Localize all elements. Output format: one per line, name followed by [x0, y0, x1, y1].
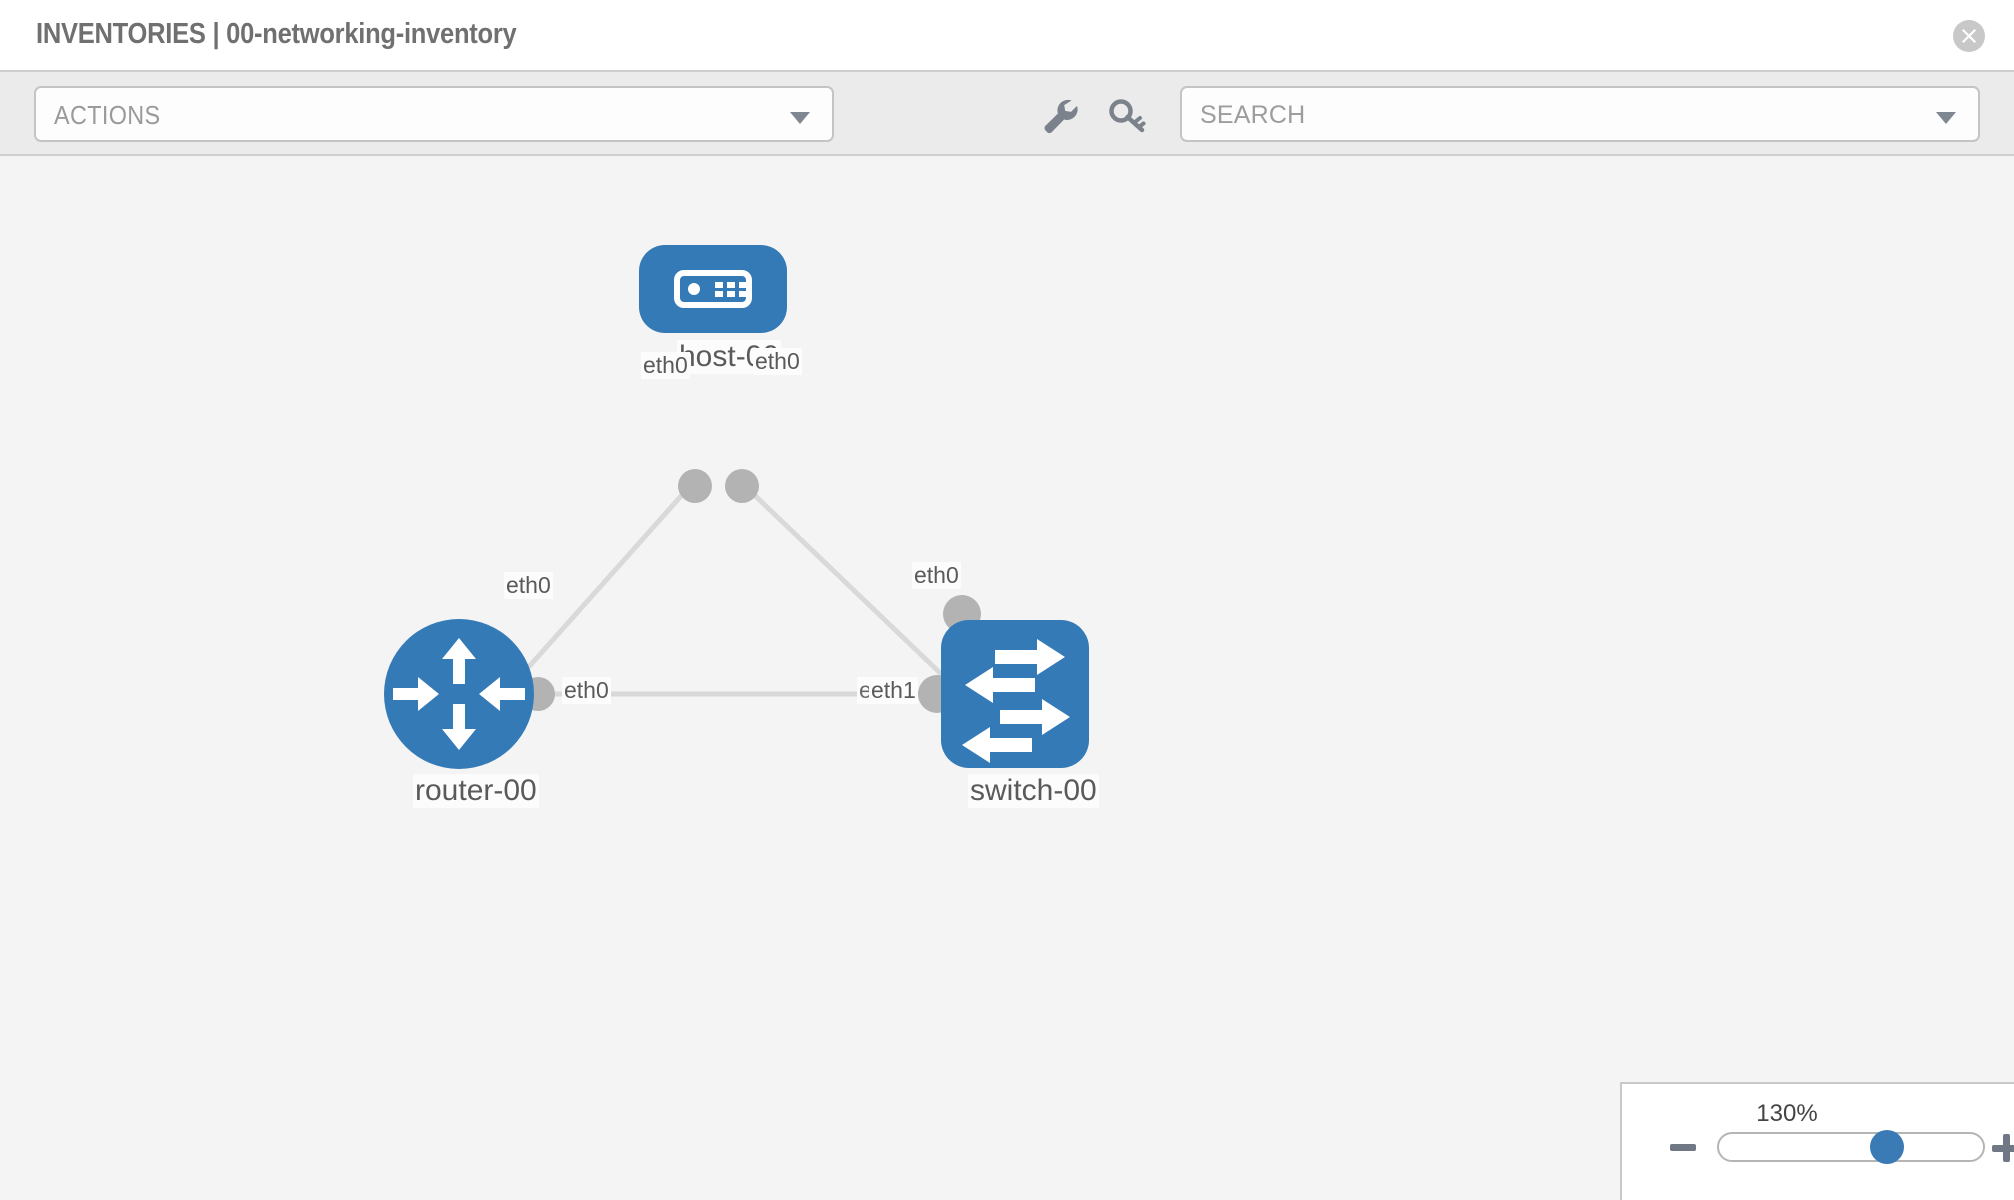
zoom-slider-track[interactable] [1717, 1132, 1985, 1162]
node-host-00[interactable] [639, 245, 787, 333]
topology-canvas[interactable]: host-00 router-00 switch-00 eth0 eth0 et… [0, 156, 2014, 1200]
zoom-in-button[interactable] [1992, 1134, 2014, 1162]
iface-label-host-eth0-right: eth0 [753, 348, 802, 375]
key-icon[interactable] [1106, 94, 1150, 138]
zoom-control-panel: 130% [1620, 1082, 2014, 1200]
iface-label-router-eth0-right: eth0 [562, 677, 611, 704]
search-chevron-down-icon[interactable] [1936, 112, 1956, 124]
iface-label-router-eth0-top: eth0 [504, 572, 553, 599]
wrench-icon[interactable] [1038, 94, 1082, 138]
actions-dropdown[interactable]: ACTIONS [34, 86, 834, 142]
port-host-eth0-left[interactable] [678, 469, 712, 503]
iface-label-switch-eth0-top: eth0 [912, 562, 961, 589]
node-host-00-shape[interactable] [639, 245, 787, 333]
zoom-out-button[interactable] [1670, 1144, 1696, 1151]
topology-graph [384, 245, 1089, 769]
page-header: INVENTORIES | 00-networking-inventory [0, 0, 2014, 70]
search-placeholder: SEARCH [1200, 101, 1306, 129]
node-label-switch-00: switch-00 [968, 774, 1099, 808]
port-host-eth0-right[interactable] [725, 469, 759, 503]
close-icon[interactable] [1953, 20, 1985, 52]
search-input[interactable]: SEARCH [1180, 86, 1980, 142]
node-label-router-00: router-00 [413, 774, 539, 808]
server-icon [674, 270, 752, 308]
iface-label-switch-eth1-left: eth1 [869, 677, 918, 704]
actions-dropdown-label: ACTIONS [54, 100, 161, 130]
node-switch-00[interactable] [941, 620, 1089, 768]
node-router-00[interactable] [384, 619, 534, 769]
iface-label-host-eth0-left: eth0 [641, 352, 690, 379]
switch-arrows-icon [962, 639, 1070, 763]
node-router-00-shape[interactable] [384, 619, 534, 769]
toolbar: ACTIONS SEARCH [0, 70, 2014, 156]
zoom-level-value: 130% [1756, 1100, 1818, 1127]
zoom-slider-handle[interactable] [1870, 1130, 1904, 1164]
page-title: INVENTORIES | 00-networking-inventory [36, 18, 517, 50]
chevron-down-icon [790, 112, 810, 124]
router-arrows-icon [393, 638, 525, 750]
